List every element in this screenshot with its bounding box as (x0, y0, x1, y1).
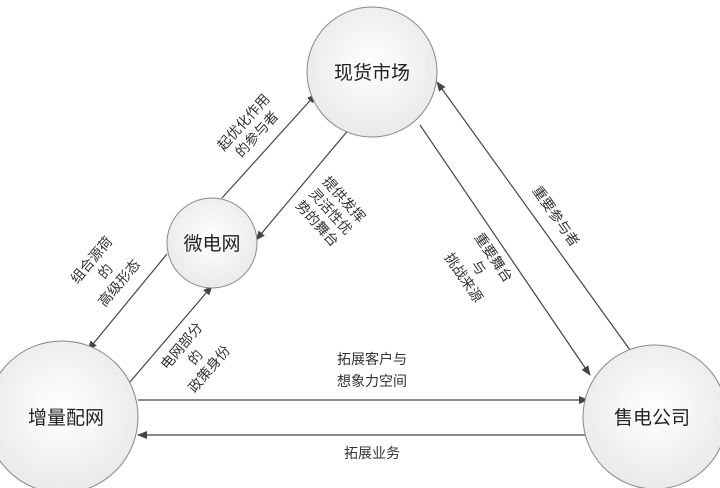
edge-label-line: 重要舞台 (471, 230, 516, 285)
label-grid-to-retail: 拓展客户与 想象力空间 (337, 351, 407, 390)
label-retail-to-grid: 拓展业务 (344, 446, 400, 462)
edge-label-line: 拓展业务 (344, 446, 400, 462)
edge-label-line: 重要参与者 (529, 183, 583, 250)
label-spot-to-microgrid: 提供发挥 灵活性优 势的舞台 (292, 174, 368, 250)
edge-label-line: 拓展客户与 (337, 351, 407, 368)
node-label: 增量配网 (28, 407, 104, 429)
arrow-spot-to-microgrid (255, 127, 351, 241)
label-retail-to-spot: 重要参与者 (529, 183, 583, 250)
arrow-microgrid-to-spot (221, 93, 317, 199)
node-label: 微电网 (183, 233, 240, 255)
arrow-microgrid-to-grid (87, 253, 168, 351)
label-grid-to-microgrid: 电网部分 的 政策身份 (158, 320, 234, 396)
node-label: 现货市场 (334, 62, 410, 84)
arrow-retail-to-spot (436, 81, 631, 351)
label-microgrid-to-grid: 组合源荷 的 高级形态 (68, 234, 144, 310)
arrow-spot-to-retail (419, 124, 591, 376)
node-label: 售电公司 (614, 407, 690, 429)
node-retail-company: 售电公司 (582, 344, 720, 488)
node-spot-market: 现货市场 (306, 6, 438, 138)
arrow-grid-to-microgrid (129, 285, 213, 383)
node-incremental-grid: 增量配网 (0, 340, 139, 488)
label-spot-to-retail: 重要舞台 与 挑战来源 (441, 230, 515, 306)
edge-label-line: 想象力空间 (337, 374, 407, 390)
label-microgrid-to-spot: 起优化作用 的参与者 (215, 91, 282, 161)
node-microgrid: 微电网 (166, 197, 258, 289)
